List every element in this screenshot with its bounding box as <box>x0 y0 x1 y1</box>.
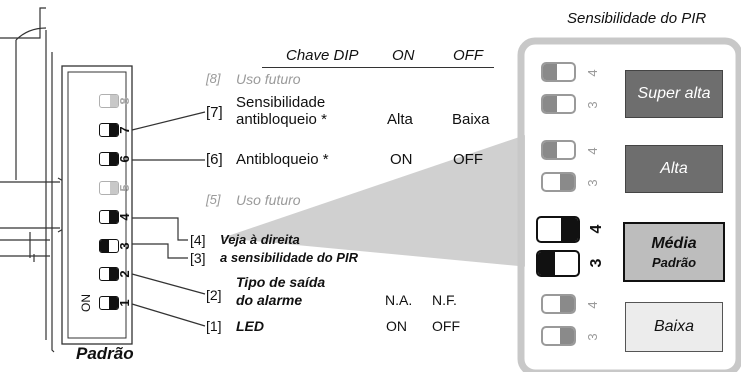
switch-num-2: 2 <box>117 270 132 278</box>
sens-baixa-num-3: 3 <box>585 333 600 341</box>
switch-num-8: 8 <box>117 97 132 105</box>
dip-switch-3[interactable] <box>99 239 119 253</box>
sens-superalta-num-4: 4 <box>585 69 600 77</box>
switch-num-6: 6 <box>117 155 132 163</box>
row-5-desc: Uso futuro <box>236 192 301 208</box>
switch-num-7: 7 <box>117 126 132 134</box>
sens-box-media: Média Padrão <box>623 222 725 282</box>
sens-box-superalta-label: Super alta <box>637 85 711 102</box>
sens-box-superalta: Super alta <box>625 70 723 118</box>
sens-baixa-switch-4[interactable] <box>541 294 576 314</box>
row-4-bracket: [4] <box>190 232 206 248</box>
row-8-bracket: [8] <box>206 71 221 86</box>
col-header-on: ON <box>392 47 415 64</box>
sens-alta-switch-3[interactable] <box>541 172 576 192</box>
header-underline <box>262 67 494 68</box>
sens-baixa-num-4: 4 <box>585 301 600 309</box>
sens-media-num-3: 3 <box>588 258 605 268</box>
sens-superalta-switch-4[interactable] <box>541 62 576 82</box>
row-2-desc2: do alarme <box>236 292 303 308</box>
sens-baixa-switch-3[interactable] <box>541 326 576 346</box>
sens-box-media-label: Média <box>651 234 697 252</box>
sens-superalta-switch-3[interactable] <box>541 94 576 114</box>
col-header-off: OFF <box>453 47 483 64</box>
row-6-bracket: [6] <box>206 151 223 168</box>
row-1-desc: LED <box>236 318 264 334</box>
leader-lines <box>131 111 206 327</box>
dip-switch-5[interactable] <box>99 181 119 195</box>
row-7-desc: Sensibilidade <box>236 94 326 111</box>
sens-panel-frame <box>517 37 741 372</box>
switch-num-3: 3 <box>117 242 132 250</box>
col-header-chave: Chave DIP <box>286 47 359 64</box>
dip-switch-8[interactable] <box>99 94 119 108</box>
row-4-desc: Veja à direita <box>220 232 300 247</box>
switch-num-1: 1 <box>117 299 132 307</box>
switch-num-5: 5 <box>117 184 132 192</box>
row-2-desc: Tipo de saída <box>236 274 326 290</box>
row-7-off: Baixa <box>452 111 490 128</box>
row-6-desc: Antibloqueio * <box>236 151 329 168</box>
sens-box-baixa-label: Baixa <box>653 318 695 335</box>
sens-alta-num-4: 4 <box>585 147 600 155</box>
dip-board-inner <box>67 71 127 339</box>
dip-switch-6[interactable] <box>99 152 119 166</box>
sens-title: Sensibilidade do PIR <box>567 10 707 27</box>
row-2-on: N.A. <box>385 292 413 308</box>
row-2-off: N.F. <box>432 292 457 308</box>
sens-box-media-sub: Padrão <box>651 254 697 270</box>
sens-superalta-num-3: 3 <box>585 101 600 109</box>
row-7-bracket: [7] <box>206 104 223 121</box>
row-1-on: ON <box>386 318 407 334</box>
board-on-label: ON <box>79 294 93 312</box>
sens-alta-num-3: 3 <box>585 179 600 187</box>
row-5-bracket: [5] <box>206 192 221 207</box>
row-7-desc2: antibloqueio * <box>236 111 327 128</box>
row-2-bracket: [2] <box>206 287 222 303</box>
sens-media-switch-3[interactable] <box>536 250 580 277</box>
sens-media-num-4: 4 <box>588 224 605 234</box>
row-1-bracket: [1] <box>206 318 222 334</box>
sens-box-alta: Alta <box>625 145 723 193</box>
row-3-desc: a sensibilidade do PIR <box>220 250 358 265</box>
row-1-off: OFF <box>432 318 460 334</box>
sens-box-alta-label: Alta <box>660 160 688 177</box>
row-6-off: OFF <box>453 151 483 168</box>
sens-box-baixa: Baixa <box>625 302 723 352</box>
row-3-bracket: [3] <box>190 250 206 266</box>
dip-switch-1[interactable] <box>99 296 119 310</box>
dip-switch-7[interactable] <box>99 123 119 137</box>
row-6-on: ON <box>390 151 413 168</box>
dip-switch-2[interactable] <box>99 267 119 281</box>
dip-switch-4[interactable] <box>99 210 119 224</box>
sens-alta-switch-4[interactable] <box>541 140 576 160</box>
row-7-on: Alta <box>387 111 413 128</box>
sens-media-switch-4[interactable] <box>536 216 580 243</box>
padrao-caption: Padrão <box>76 344 134 363</box>
pointer-wedge <box>222 130 540 268</box>
row-8-desc: Uso futuro <box>236 71 301 87</box>
switch-num-4: 4 <box>117 213 132 221</box>
